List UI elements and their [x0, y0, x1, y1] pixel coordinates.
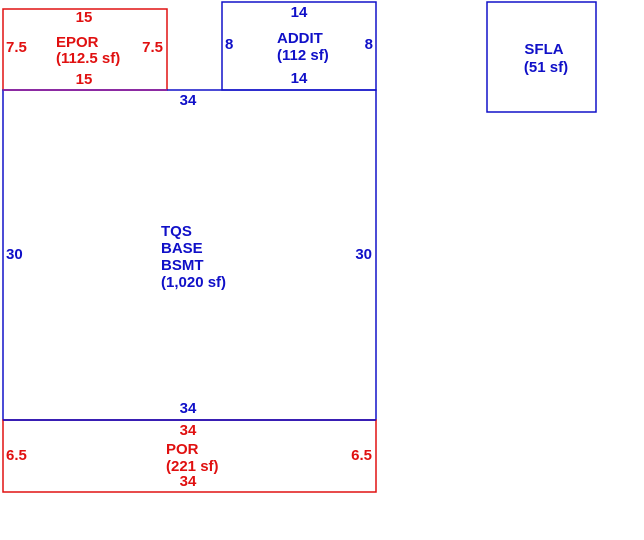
base-left-dim: 30	[6, 246, 23, 263]
addit-left-dim: 8	[225, 36, 233, 53]
epor-right-dim: 7.5	[142, 39, 163, 56]
sfla-outline	[486, 1, 597, 113]
addit-area: (112 sf)	[277, 47, 329, 64]
por-bottom-dim: 34	[180, 473, 197, 490]
epor-area: (112.5 sf)	[56, 50, 120, 67]
epor-name: EPOR	[56, 34, 99, 51]
base-name-line1: TQS	[161, 223, 192, 240]
base-bottom-dim: 34	[180, 400, 197, 417]
por-top-dim: 34	[180, 422, 197, 439]
por-right-dim: 6.5	[351, 447, 372, 464]
epor-bottom-dim: 15	[76, 71, 93, 88]
sfla-name: SFLA	[524, 41, 563, 58]
sfla-area: (51 sf)	[524, 59, 568, 76]
por-area: (221 sf)	[166, 458, 219, 475]
por-left-dim: 6.5	[6, 447, 27, 464]
epor-top-dim: 15	[76, 9, 93, 26]
base-name-line3: BSMT	[161, 257, 204, 274]
base-area: (1,020 sf)	[161, 274, 226, 291]
base-right-dim: 30	[355, 246, 372, 263]
por-name: POR	[166, 441, 199, 458]
addit-right-dim: 8	[365, 36, 373, 53]
base-top-dim: 34	[180, 92, 197, 109]
epor-left-dim: 7.5	[6, 39, 27, 56]
addit-top-dim: 14	[291, 4, 308, 21]
addit-name: ADDIT	[277, 30, 323, 47]
addit-bottom-dim: 14	[291, 70, 308, 87]
base-name-line2: BASE	[161, 240, 203, 257]
